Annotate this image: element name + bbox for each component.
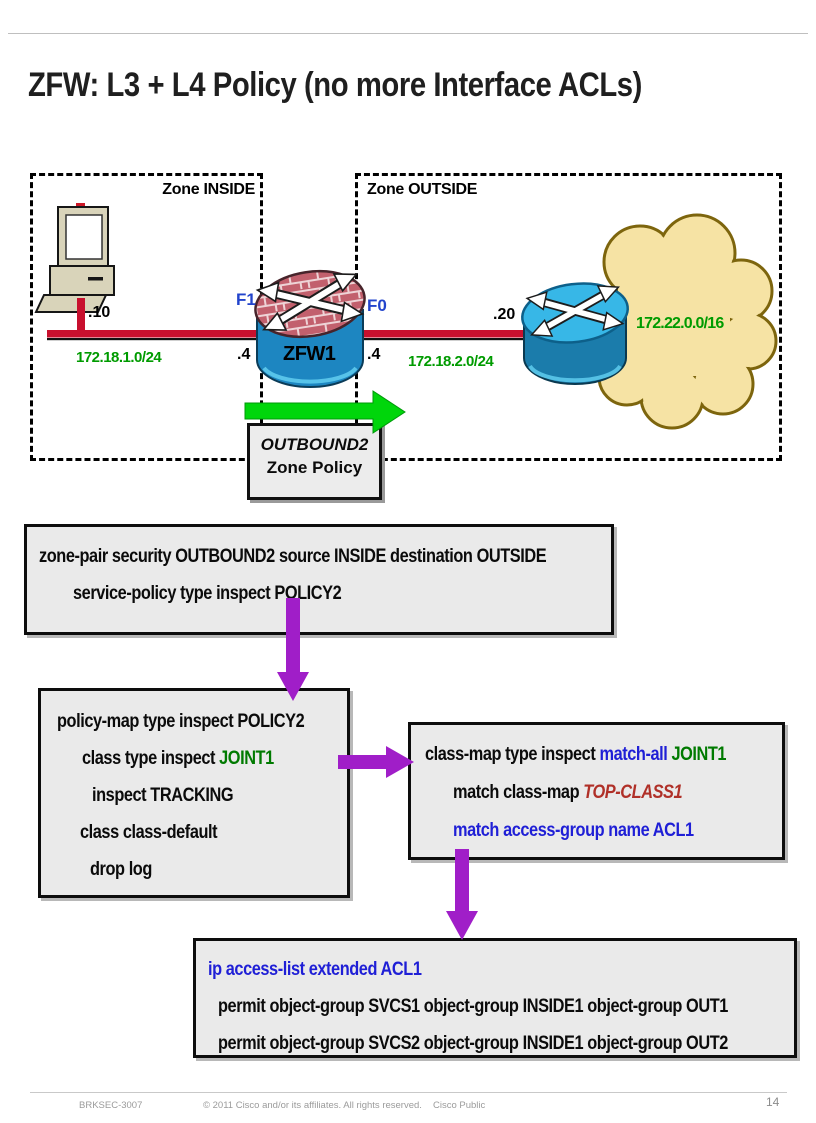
policy-map-line-4: class class-default bbox=[80, 822, 218, 843]
policy-map-line-5: drop log bbox=[90, 859, 152, 880]
acl-line-3: permit object-group SVCS2 object-group I… bbox=[218, 1033, 728, 1054]
config-line: class class-default bbox=[41, 814, 347, 851]
footer-session-id: BRKSEC-3007 bbox=[79, 1100, 143, 1111]
purple-arrow-classmap-to-acl bbox=[446, 849, 478, 940]
class-map-top-class: TOP-CLASS1 bbox=[583, 782, 683, 803]
config-line: policy-map type inspect POLICY2 bbox=[41, 703, 347, 740]
class-map-line-1: class-map type inspect match-all JOINT1 bbox=[425, 736, 727, 774]
class-map-config-box: class-map type inspect match-all JOINT1 … bbox=[408, 722, 785, 860]
policy-map-line-2: class type inspect JOINT1 bbox=[82, 740, 274, 777]
class-map-line-1-text: class-map type inspect bbox=[425, 744, 600, 765]
class-map-line-2: match class-map TOP-CLASS1 bbox=[453, 774, 683, 812]
config-line: match class-map TOP-CLASS1 bbox=[411, 774, 782, 812]
outside-subnet-label: 172.18.2.0/24 bbox=[408, 353, 494, 370]
config-line: ip access-list extended ACL1 bbox=[196, 951, 794, 988]
config-line: drop log bbox=[41, 851, 347, 888]
footer-divider bbox=[30, 1092, 787, 1093]
policy-map-line-2-text: class type inspect bbox=[82, 748, 220, 769]
config-line: permit object-group SVCS1 object-group I… bbox=[196, 988, 794, 1025]
policy-map-line-1: policy-map type inspect POLICY2 bbox=[57, 711, 305, 732]
class-map-line-3: match access-group name ACL1 bbox=[453, 820, 694, 841]
class-map-line-2-text: match class-map bbox=[453, 782, 584, 803]
config-line: permit object-group SVCS2 object-group I… bbox=[196, 1025, 794, 1062]
zone-policy-name: OUTBOUND2 bbox=[260, 435, 369, 454]
host-ip-label: .10 bbox=[88, 304, 111, 321]
inside-subnet-label: 172.18.1.0/24 bbox=[76, 349, 162, 366]
config-line: class-map type inspect match-all JOINT1 bbox=[411, 736, 782, 774]
footer-classification: Cisco Public bbox=[433, 1100, 486, 1111]
zone-policy-label-box: OUTBOUND2 Zone Policy bbox=[247, 423, 382, 500]
fw-left-addr-label: .4 bbox=[237, 346, 251, 363]
page-title-text: ZFW: L3 + L4 Policy (no more Interface A… bbox=[28, 66, 642, 104]
zone-policy-caption: Zone Policy bbox=[266, 458, 363, 477]
acl-line-1: ip access-list extended ACL1 bbox=[208, 959, 422, 980]
fw-interface-f0-label: F0 bbox=[367, 296, 387, 315]
footer-copyright: © 2011 Cisco and/or its affiliates. All … bbox=[203, 1100, 422, 1111]
config-line: service-policy type inspect POLICY2 bbox=[27, 575, 611, 612]
config-line: match access-group name ACL1 bbox=[411, 812, 782, 850]
outside-router-addr-label: .20 bbox=[493, 306, 516, 323]
zone-pair-line-2: service-policy type inspect POLICY2 bbox=[73, 583, 342, 604]
fw-interface-f1-label: F1 bbox=[236, 290, 256, 309]
policy-map-line-3: inspect TRACKING bbox=[92, 785, 234, 806]
firewall-router-icon bbox=[251, 264, 370, 388]
config-line: inspect TRACKING bbox=[41, 777, 347, 814]
zone-inside-label: Zone INSIDE bbox=[162, 181, 255, 198]
acl-config-box: ip access-list extended ACL1 permit obje… bbox=[193, 938, 797, 1058]
policy-map-config-box: policy-map type inspect POLICY2 class ty… bbox=[38, 688, 350, 898]
acl-line-2: permit object-group SVCS1 object-group I… bbox=[218, 996, 728, 1017]
page-title: ZFW: L3 + L4 Policy (no more Interface A… bbox=[28, 66, 742, 105]
zone-pair-config-box: zone-pair security OUTBOUND2 source INSI… bbox=[24, 524, 614, 635]
class-map-name: JOINT1 bbox=[671, 744, 727, 765]
cloud-subnet-label: 172.22.0.0/16 bbox=[636, 315, 724, 332]
fw-name-label: ZFW1 bbox=[283, 343, 336, 365]
fw-right-addr-label: .4 bbox=[367, 346, 381, 363]
page-number: 14 bbox=[766, 1095, 780, 1109]
zone-pair-line-1: zone-pair security OUTBOUND2 source INSI… bbox=[39, 546, 547, 567]
config-line: class type inspect JOINT1 bbox=[41, 740, 347, 777]
top-divider bbox=[8, 33, 808, 34]
policy-map-class-name: JOINT1 bbox=[219, 748, 274, 769]
zone-inside-box bbox=[30, 173, 263, 461]
config-line: zone-pair security OUTBOUND2 source INSI… bbox=[27, 538, 611, 575]
zone-outside-label: Zone OUTSIDE bbox=[367, 181, 478, 198]
class-map-match-all: match-all bbox=[599, 744, 672, 765]
